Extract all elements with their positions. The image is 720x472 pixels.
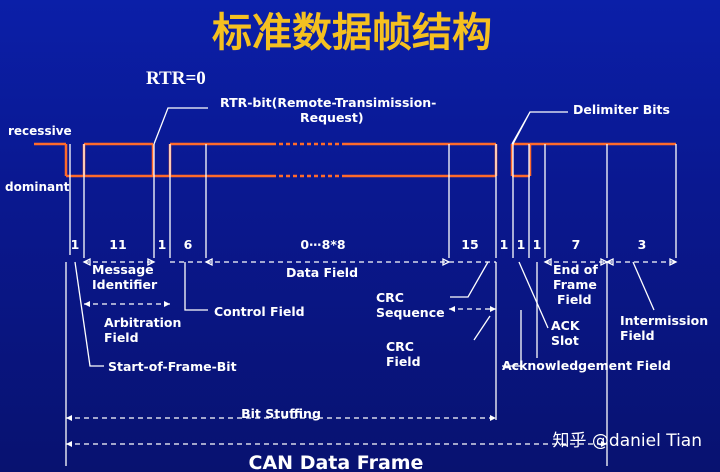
bits-identifier: 11 [109, 237, 126, 252]
bits-crc: 15 [461, 237, 478, 252]
control-field-label: Control Field [214, 304, 305, 319]
bits-data: 0⋯8*8 [300, 237, 345, 252]
watermark: 知乎 @daniel Tian [553, 431, 702, 451]
rtr-value-label: RTR=0 [146, 68, 206, 89]
can-data-frame-label: CAN Data Frame [249, 452, 424, 472]
ack-slot-label-1: ACK [551, 318, 581, 333]
data-field-label: Data Field [286, 265, 358, 280]
transitions [64, 144, 532, 176]
rtr-bit-label-2: Request) [300, 110, 364, 125]
eof-label-3: Field [557, 292, 592, 307]
eof-label-1: End of [553, 262, 598, 277]
bits-intermission: 3 [638, 237, 647, 252]
bits-control: 6 [184, 237, 193, 252]
sof-label: Start-of-Frame-Bit [108, 359, 237, 374]
rtr-bit-label-1: RTR-bit(Remote-Transimission- [220, 95, 436, 110]
acknowledgement-field-label: Acknowledgement Field [502, 358, 671, 373]
crc-sequence-label-1: CRC [376, 290, 404, 305]
bits-sof: 1 [71, 237, 80, 252]
message-identifier-label-1: Message [92, 262, 154, 277]
signal-waveform [34, 142, 676, 178]
intermission-label-1: Intermission [620, 313, 708, 328]
message-identifier-label-2: Identifier [92, 277, 158, 292]
bits-eof: 7 [572, 237, 581, 252]
bits-crc-delimiter: 1 [500, 237, 509, 252]
delimiter-bits-label: Delimiter Bits [573, 102, 670, 117]
dominant-label: dominant [5, 180, 70, 194]
callout-lines [74, 107, 655, 367]
recessive-label: recessive [8, 124, 72, 138]
intermission-label-2: Field [620, 328, 655, 343]
field-span-arrows [82, 257, 678, 267]
arbitration-field-label-2: Field [104, 330, 139, 345]
crc-field-label-2: Field [386, 354, 421, 369]
slide-title: 标准数据帧结构 [212, 9, 492, 56]
arbitration-field-label-1: Arbitration [104, 315, 181, 330]
bits-ack-slot: 1 [517, 237, 526, 252]
frame-edges [65, 262, 497, 466]
bits-ack-delimiter: 1 [533, 237, 542, 252]
bit-stuffing-label: Bit Stuffing [241, 406, 321, 421]
eof-label-2: Frame [553, 277, 597, 292]
bits-rtr: 1 [158, 237, 167, 252]
crc-sequence-label-2: Sequence [376, 305, 445, 320]
ack-slot-label-2: Slot [551, 333, 579, 348]
crc-field-label-1: CRC [386, 339, 414, 354]
field-boundaries [69, 144, 677, 258]
